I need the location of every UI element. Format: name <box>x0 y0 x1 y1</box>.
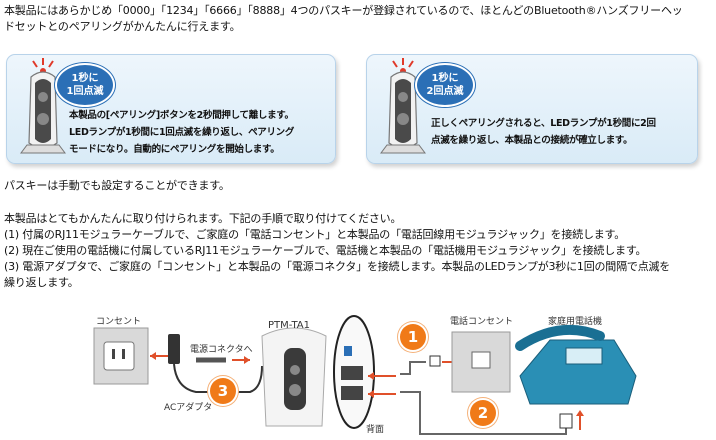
back-panel-label: 背面 <box>366 425 385 435</box>
outlet-label: コンセント <box>96 317 142 327</box>
install-lead: 本製品はとてもかんたんに取り付けられます。下記の手順で取り付けてください。 <box>4 212 402 225</box>
install-step-1: (1) 付属のRJ11モジュラーケーブルで、ご家庭の「電話コンセント」と本製品の… <box>4 228 626 241</box>
install-step-3-cont: 繰り返します。 <box>4 276 79 289</box>
badge-line-1: 1秒に <box>71 73 99 84</box>
power-connector-label: 電源コネクタへ <box>190 345 253 355</box>
home-phone-label: 家庭用電話機 <box>548 317 603 327</box>
pairing-step-card-right: 1秒に 2回点滅 正しくペアリングされると、LEDランプが1秒間に2回 点滅を繰… <box>366 54 698 164</box>
step-number-3: 3 <box>210 378 236 404</box>
card-right-desc-1: 正しくペアリングされると、LEDランプが1秒間に2回 <box>431 118 656 129</box>
blink-badge-left: 1秒に 1回点滅 <box>55 63 115 107</box>
ac-adapter-label: ACアダプタ <box>164 403 213 413</box>
pairing-step-card-left: 1秒に 1回点滅 本製品の[ペアリング]ボタンを2秒間押して離します。 LEDラ… <box>6 54 336 164</box>
card-right-desc-2: 点滅を繰り返し、本製品との接続が確立します。 <box>431 135 633 146</box>
step-number-1: 1 <box>400 324 426 350</box>
step-number-2: 2 <box>470 400 496 426</box>
blink-badge-right: 1秒に 2回点滅 <box>415 63 475 107</box>
diagram-graphics <box>93 315 637 435</box>
phone-outlet-label: 電話コンセント <box>450 317 514 327</box>
badge-line-2: 1回点滅 <box>66 86 104 97</box>
card-left-desc-3: モードになり。自動的にペアリングを開始します。 <box>69 144 280 155</box>
badge-line-2: 2回点滅 <box>426 86 464 97</box>
headset-device-icon <box>380 58 426 154</box>
passkey-note: パスキーは手動でも設定することができます。 <box>4 179 230 192</box>
install-step-3: (3) 電源アダプタで、ご家庭の「コンセント」と本製品の「電源コネクタ」を接続し… <box>4 260 671 273</box>
install-step-2: (2) 現在ご使用の電話機に付属しているRJ11モジュラーケーブルで、電話機と本… <box>4 244 647 257</box>
card-left-desc-2: LEDランプが1秒間に1回点滅を繰り返し、ペアリング <box>69 127 295 138</box>
device-label: PTM-TA1 <box>268 320 310 331</box>
card-left-desc-1: 本製品の[ペアリング]ボタンを2秒間押して離します。 <box>69 110 294 121</box>
intro-line-1: 本製品にはあらかじめ「0000」「1234」「6666」「8888」4つのパスキ… <box>4 4 683 17</box>
headset-device-icon <box>20 58 66 154</box>
installation-diagram: コンセント 電源コネクタへ ACアダプタ PTM-TA1 背面 電話コンセント … <box>0 296 716 440</box>
badge-line-1: 1秒に <box>431 73 459 84</box>
intro-line-2: ドセットとのペアリングがかんたんに行えます。 <box>4 20 241 33</box>
